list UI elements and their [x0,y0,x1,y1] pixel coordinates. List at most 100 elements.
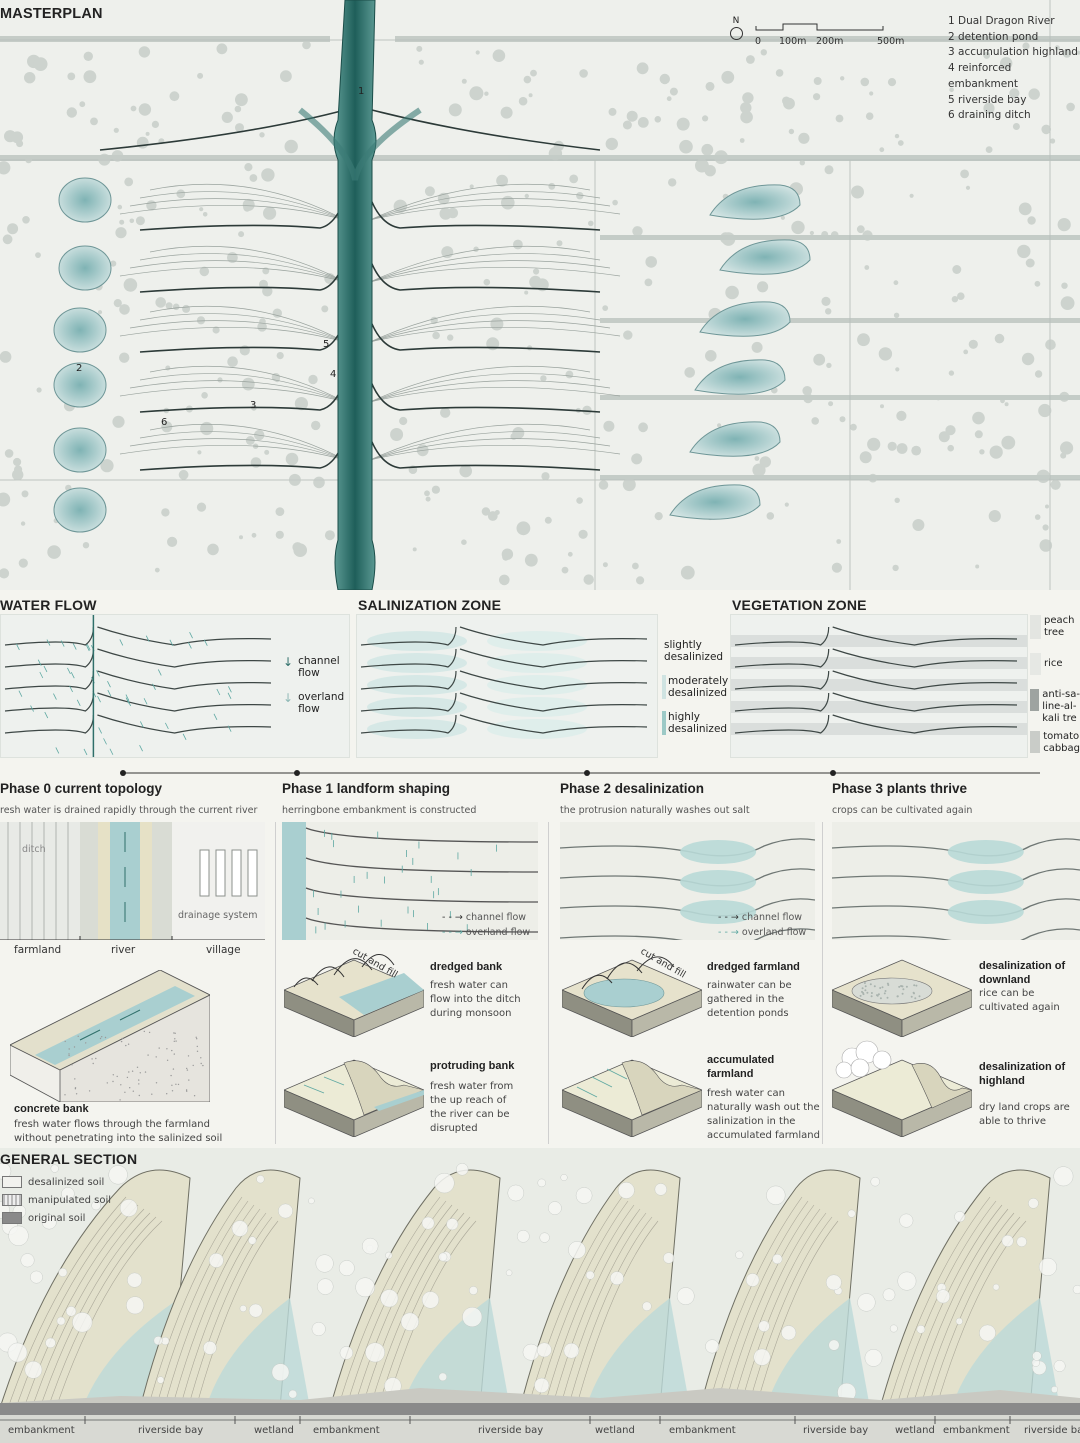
downland-block [832,959,972,1037]
legend-label: original soil [28,1213,86,1224]
masterplan-title: MASTERPLAN [0,6,103,22]
divider [548,822,549,1144]
concrete-bank-title: concrete bank [14,1103,89,1115]
dredged-bank-title: dredged bank [430,961,503,973]
phase-1-title: Phase 1 landform shaping [282,781,451,796]
label-embankment: embankment [8,1425,75,1436]
downland-title: desalinization of downland [979,960,1066,986]
legend-manipulated: manipulated soil [2,1194,111,1206]
legend-label: manipulated soil [28,1195,112,1206]
legend-label: peach tree [1044,615,1075,638]
phase-0-plan [0,822,265,940]
dredged-farmland-title: dredged farmland [707,961,800,973]
swatch [1030,653,1041,675]
legend-overland-flow: ↓ overland flow [283,691,345,715]
phase-1-subtitle: herringbone embankment is constructed [282,805,477,816]
arrow-down-icon: ↓ [283,655,294,669]
section-title: GENERAL SECTION [0,1151,138,1167]
north-label: N [732,16,740,26]
ditch-label: ditch [22,844,46,855]
water-flow-diagram [0,614,350,758]
label-embankment: embankment [943,1425,1010,1436]
accumulated-farmland-title: accumulated farmland [707,1054,775,1080]
masterplan-panel: 1 2 3 4 5 6 [0,0,1080,590]
legend-label: channel flow [298,655,340,679]
divider [275,822,276,1144]
dredged-farmland-text: rainwater can be gathered in the detenti… [707,980,792,1019]
highland-title: desalinization of highland [979,1061,1066,1087]
p2-overland-flow: - - → overland flow [718,927,807,938]
farmland-label: farmland [14,944,62,956]
swatch [1030,689,1040,711]
accumulated-farmland-block [562,1059,702,1137]
legend-item-3: 3 accumulation highland [948,46,1078,59]
phase-3-title: Phase 3 plants thrive [832,781,968,796]
marker-4: 4 [330,369,336,380]
highland-text: dry land crops are able to thrive [979,1102,1070,1127]
scale-100: 100m [779,36,807,47]
vegetation-title: VEGETATION ZONE [732,597,867,613]
phase-1-plan [282,822,538,940]
divider [822,822,823,1144]
downland-text: rice can be cultivated again [979,988,1060,1013]
label-riverside-bay: riverside bay [803,1425,869,1436]
scale-500: 500m [877,36,905,47]
village-label: village [206,944,241,956]
swatch [2,1212,22,1224]
label: channel flow [741,912,803,923]
marker-1: 1 [358,86,364,97]
protruding-bank-text: fresh water from the up reach of the riv… [430,1081,514,1134]
vegetation-legend: peach tree rice anti-sa- line-al- kali t… [1030,615,1080,755]
legend-tomato: tomato cabbag [1030,731,1080,755]
label-embankment: embankment [313,1425,380,1436]
label-wetland: wetland [254,1425,294,1436]
label-wetland: wetland [895,1425,935,1436]
concrete-bank-block [10,970,210,1102]
scale-0: 0 [755,36,762,47]
swatch [2,1194,22,1206]
swatch [1030,731,1041,753]
legend-label: anti-sa- line-al- kali tre [1042,689,1080,724]
label-wetland: wetland [595,1425,635,1436]
marker-2: 2 [76,363,82,374]
general-section-panel [0,1148,1080,1443]
phase-2-title: Phase 2 desalinization [560,781,705,796]
marker-5: 5 [323,339,329,350]
phase-3-subtitle: crops can be cultivated again [832,805,973,816]
water-flow-title: WATER FLOW [0,597,97,613]
marker-6: 6 [161,417,167,428]
label: overland flow [741,927,807,938]
legend-peach: peach tree [1030,615,1080,639]
legend-label: desalinized soil [28,1177,105,1188]
label: overland flow [465,927,531,938]
masterplan-legend: 1 Dual Dragon River 2 detention pond 3 a… [948,14,1080,124]
label-riverside-bay: riverside bay [138,1425,204,1436]
concrete-bank-text: fresh water flows through the farmland w… [14,1119,223,1144]
north-arrow: N [726,16,746,40]
accumulated-farmland-text: fresh water can naturally wash out the s… [707,1088,820,1141]
scale-bar [755,23,884,31]
salinization-title: SALINIZATION ZONE [358,597,502,613]
legend-item-1: 1 Dual Dragon River [948,15,1055,27]
legend-rice: rice [1030,653,1080,675]
river-label: river [111,944,136,956]
p1-overland-flow: - - → overland flow [442,927,531,938]
swatch [1030,615,1041,639]
highland-block [832,1040,972,1137]
label-embankment: embankment [669,1425,736,1436]
legend-label: tomato cabbag [1043,731,1080,754]
legend-slightly: slightly desalinized [664,639,724,663]
drainage-label: drainage system [178,910,258,921]
swatch [2,1176,22,1188]
scale-200: 200m [816,36,844,47]
legend-channel-flow: ↓ channel flow [283,655,345,679]
legend-item-2: 2 detention pond [948,30,1039,43]
p1-channel-flow: - - → channel flow [442,912,527,923]
legend-moderately: moderately desalinized [662,675,730,699]
water-flow-legend: ↓ channel flow ↓ overland flow [283,655,345,715]
dredged-farmland-block [562,956,702,1037]
north-icon [729,27,743,40]
vegetation-diagram [730,614,1028,758]
section-label-row: embankment riverside bay wetland embankm… [0,1418,1080,1443]
phase-3-plan [832,822,1080,940]
